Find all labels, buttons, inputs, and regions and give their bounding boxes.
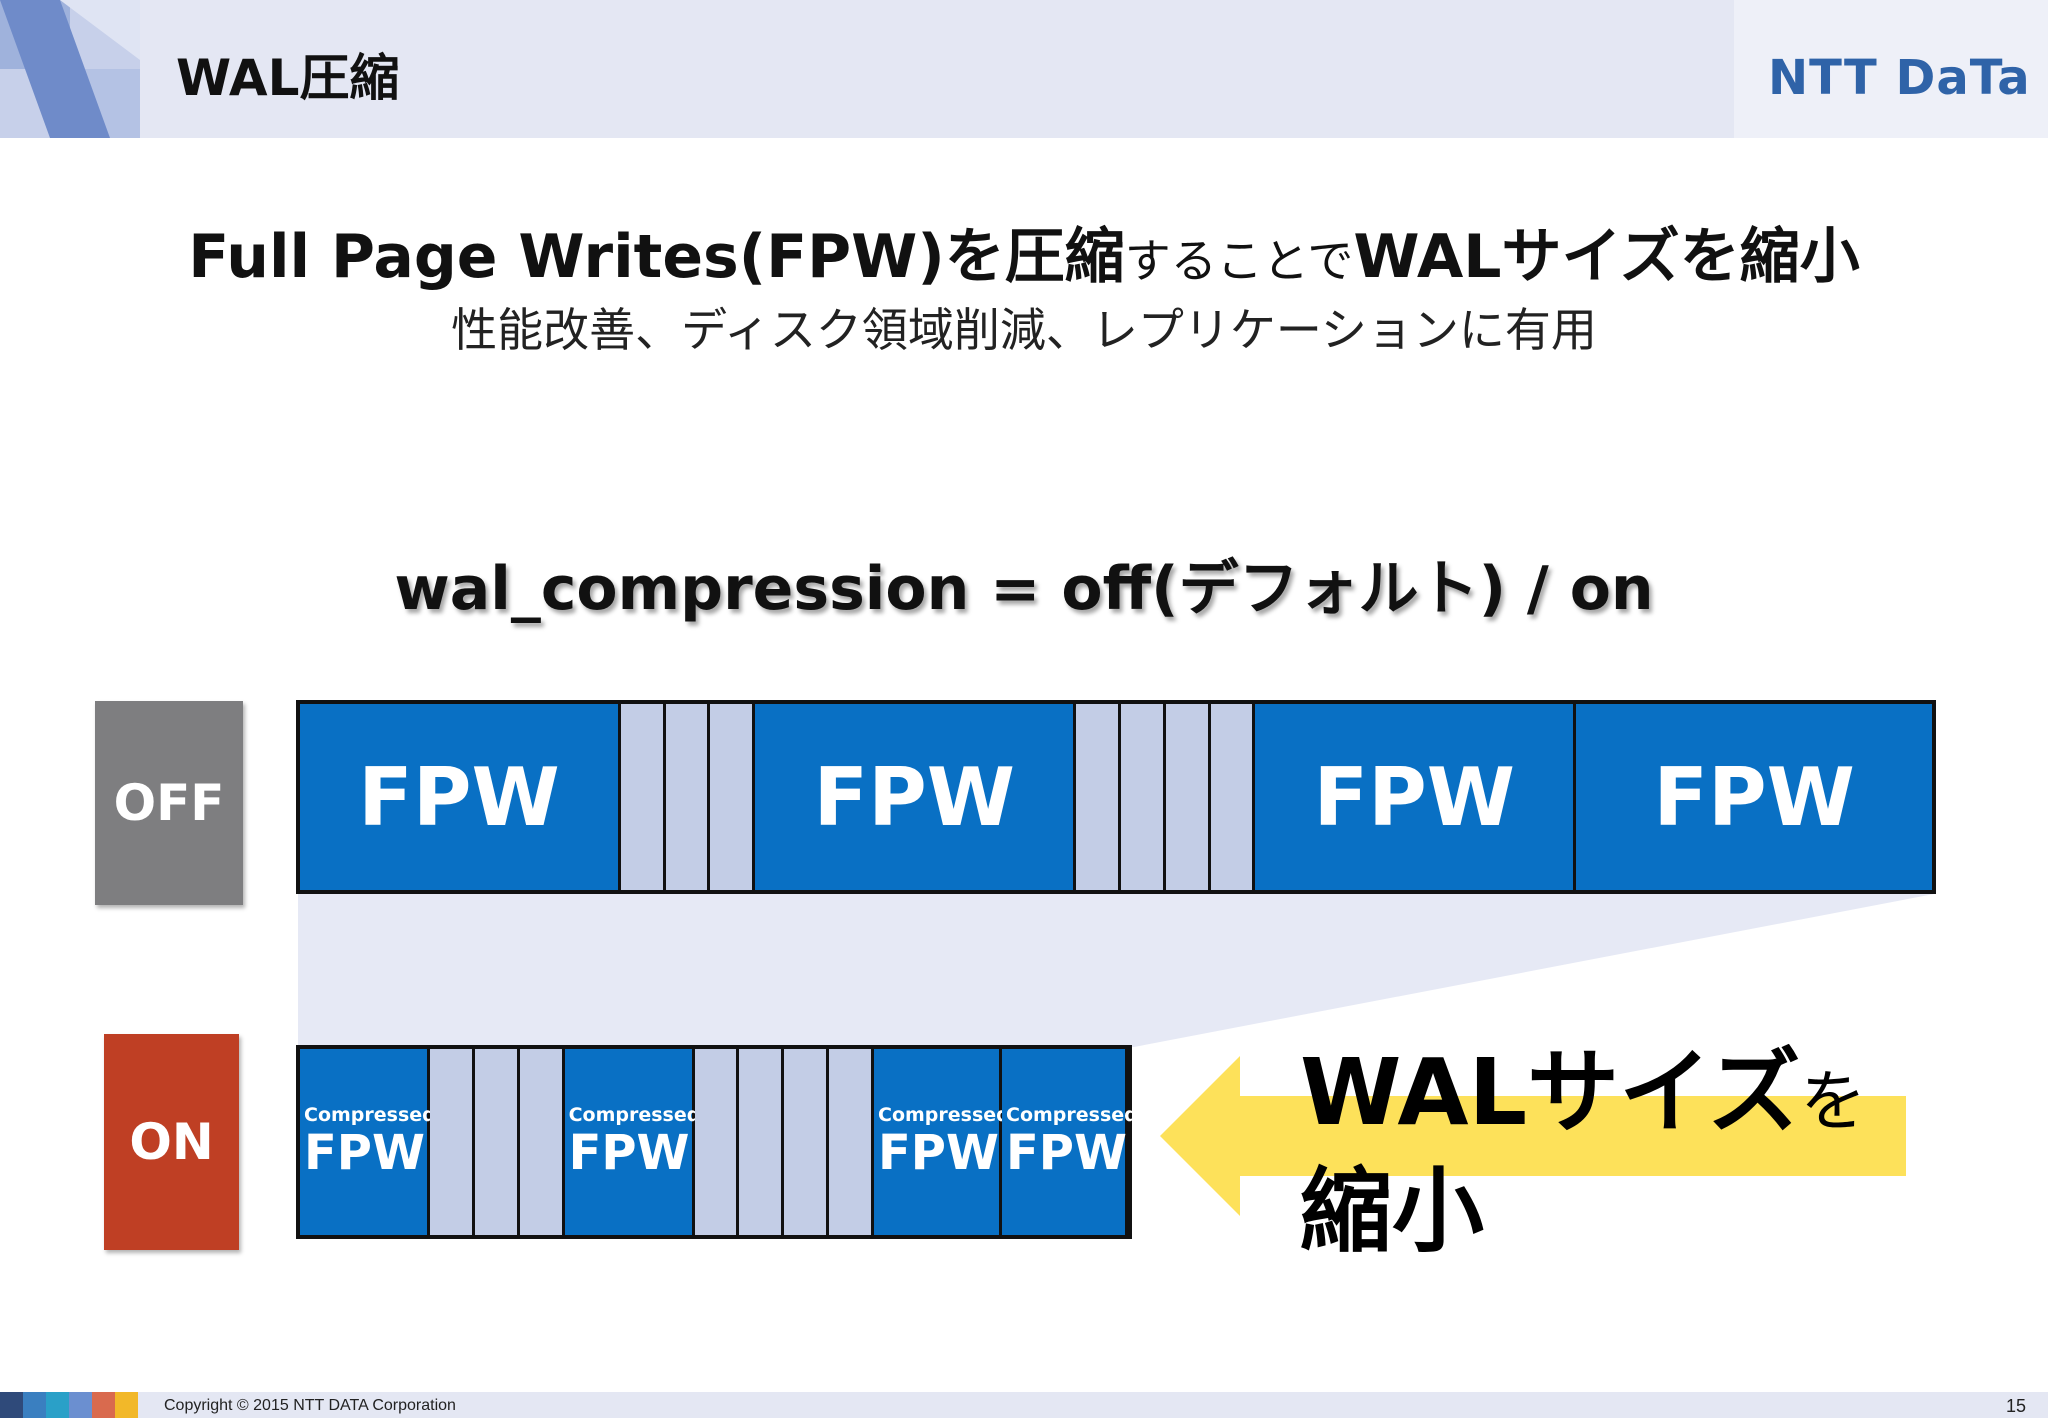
- footer-square: [69, 1392, 92, 1418]
- reduction-arrow: [1160, 1056, 1906, 1216]
- footer-square: [46, 1392, 69, 1418]
- off-label: OFF: [95, 701, 243, 905]
- compressed-fpw-label: FPW: [568, 1125, 690, 1181]
- wal-record: [829, 1049, 875, 1235]
- compressed-label: Compressed: [304, 1104, 436, 1126]
- wal-record: [784, 1049, 830, 1235]
- reduction-callout: WALサイズを 縮小: [1300, 1038, 1866, 1267]
- fpw-block: FPW: [1255, 704, 1577, 890]
- footer-square: [115, 1392, 138, 1418]
- on-label: ON: [104, 1034, 239, 1250]
- footer-color-squares: [0, 1392, 138, 1418]
- parameter-setting: wal_compression = off(デフォルト) / on: [394, 554, 1654, 624]
- callout-line2: 縮小: [1300, 1158, 1485, 1265]
- page-number: 15: [2005, 1396, 2026, 1416]
- copyright-text: Copyright © 2015 NTT DATA Corporation: [164, 1397, 456, 1414]
- wal-record: [710, 704, 756, 890]
- footer-square: [92, 1392, 115, 1418]
- header-band: [0, 0, 2048, 138]
- corner-decoration: [0, 0, 140, 138]
- callout-particle: を: [1800, 1063, 1867, 1140]
- subheadline: 性能改善、ディスク領域削減、レプリケーションに有用: [451, 303, 1597, 357]
- footer-square: [23, 1392, 46, 1418]
- wal-record: [739, 1049, 785, 1235]
- fpw-block: FPW: [300, 704, 621, 890]
- compressed-fpw-block: Compressed FPW: [1002, 1049, 1138, 1235]
- compressed-label: Compressed: [878, 1104, 1010, 1126]
- wal-strip-on: Compressed FPW Compressed FPW Compressed…: [296, 1045, 1138, 1239]
- wal-record: [430, 1049, 475, 1235]
- wal-record: [1076, 704, 1121, 890]
- fpw-block: FPW: [755, 704, 1077, 890]
- compressed-fpw-label: FPW: [1006, 1125, 1127, 1181]
- compressed-fpw-block: Compressed FPW: [300, 1049, 436, 1235]
- headline-bold-2: WALサイズを縮小: [1353, 222, 1860, 292]
- compressed-fpw-label: FPW: [304, 1125, 425, 1181]
- wal-record: [620, 704, 666, 890]
- wal-record: [665, 704, 711, 890]
- headline-connector: することで: [1124, 234, 1354, 288]
- compressed-fpw-block: Compressed FPW: [874, 1049, 1010, 1235]
- wal-record: [474, 1049, 520, 1235]
- fpw-block: FPW: [1576, 704, 1932, 890]
- wal-record: [1165, 704, 1211, 890]
- compressed-fpw-block: Compressed FPW: [564, 1049, 701, 1235]
- footer-band: [0, 1392, 2048, 1418]
- compressed-fpw-label: FPW: [878, 1125, 999, 1181]
- headline-bold: Full Page Writes(FPW)を圧縮: [188, 222, 1125, 292]
- wal-record: [519, 1049, 565, 1235]
- headline: Full Page Writes(FPW)を圧縮することでWALサイズを縮小: [0, 208, 2048, 295]
- wal-record: [694, 1049, 740, 1235]
- company-logo: NTT DaTa: [1768, 50, 2031, 106]
- callout-line1: WALサイズ: [1300, 1039, 1801, 1146]
- wal-strip-off: FPW FPW FPW FPW: [296, 700, 1936, 894]
- compressed-label: Compressed: [568, 1104, 701, 1126]
- compressed-label: Compressed: [1006, 1104, 1138, 1126]
- header-logo-band: [1734, 0, 2048, 138]
- wal-record: [1120, 704, 1166, 890]
- wal-record: [1210, 704, 1256, 890]
- slide-title: WAL圧縮: [176, 49, 400, 107]
- footer-square: [0, 1392, 23, 1418]
